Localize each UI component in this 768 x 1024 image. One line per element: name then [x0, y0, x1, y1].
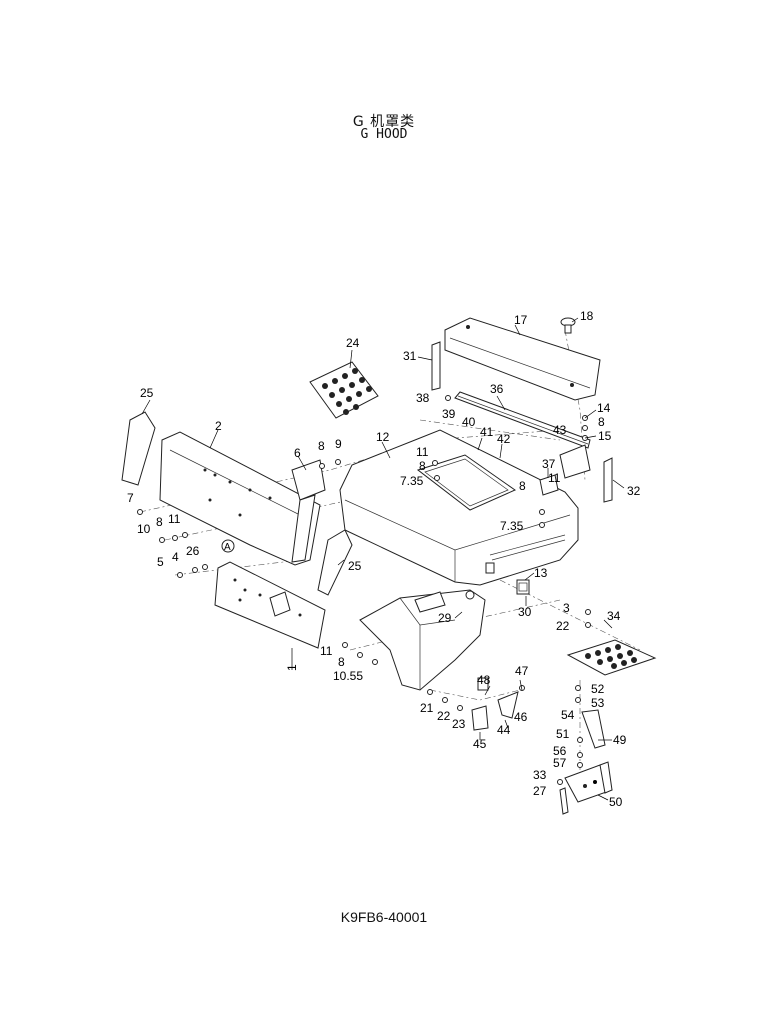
callout-25-left: 25 — [140, 386, 154, 400]
callout-9: 9 — [335, 437, 342, 451]
part-2-frame — [159, 431, 321, 566]
callout-2: 2 — [215, 419, 222, 433]
part-17-top-plate — [444, 317, 601, 401]
callout-11-right: 11 — [548, 471, 561, 485]
callout-4: 4 — [172, 550, 179, 564]
callout-41: 41 — [480, 425, 494, 439]
callout-34: 34 — [607, 609, 621, 623]
drawing-code: K9FB6-40001 — [340, 909, 428, 925]
callout-12: 12 — [376, 430, 390, 444]
callout-30: 30 — [518, 605, 532, 619]
part-34-step-plate — [566, 639, 657, 676]
callout-57: 57 — [553, 756, 567, 770]
callout-11-lower: 11 — [320, 644, 333, 658]
callout-36: 36 — [490, 382, 504, 396]
callout-8-left: 8 — [156, 515, 163, 529]
callout-33: 33 — [533, 768, 547, 782]
callout-8-top: 8 — [598, 415, 605, 429]
callout-15: 15 — [598, 429, 612, 443]
leader-lines — [141, 317, 625, 801]
callout-25-right: 25 — [348, 559, 362, 573]
callout-22-right: 22 — [556, 619, 570, 633]
callout-A: A — [224, 542, 231, 553]
callout-38: 38 — [416, 391, 430, 405]
callout-8-center: 8 — [419, 459, 426, 473]
part-37-latch — [539, 474, 559, 496]
callout-11-center: 11 — [416, 445, 429, 459]
callout-3: 3 — [563, 601, 570, 615]
part-49-bracket — [581, 709, 606, 749]
callout-27: 27 — [533, 784, 547, 798]
part-15-bracket — [559, 444, 591, 479]
callout-26: 26 — [186, 544, 200, 558]
callout-8-lower: 8 — [338, 655, 345, 669]
callout-56: 56 — [553, 744, 567, 758]
callout-1: 1 — [285, 664, 299, 671]
part-32-strip — [603, 457, 613, 503]
part-31-strip — [431, 341, 441, 391]
part-25-right-panel — [317, 529, 353, 596]
fasteners — [137, 395, 591, 785]
callout-42: 42 — [497, 432, 511, 446]
callout-8-upper: 8 — [318, 439, 325, 453]
callout-6: 6 — [294, 446, 301, 460]
part-27-pin — [559, 787, 569, 815]
callout-18: 18 — [580, 309, 594, 323]
callout-32: 32 — [627, 484, 641, 498]
callout-44: 44 — [497, 723, 511, 737]
part-30-block — [516, 579, 530, 595]
callout-8-right: 8 — [519, 479, 526, 493]
part-18-knob — [560, 317, 576, 334]
callout-10-55: 10.55 — [333, 669, 363, 683]
callout-5: 5 — [157, 555, 164, 569]
callout-21: 21 — [420, 701, 434, 715]
part-45-bracket — [471, 677, 489, 731]
callout-51: 51 — [556, 727, 570, 741]
callout-31: 31 — [403, 349, 417, 363]
part-50-bracket — [564, 761, 613, 803]
part-1-lower-plate — [214, 561, 326, 649]
callout-46: 46 — [514, 710, 528, 724]
callout-52: 52 — [591, 682, 605, 696]
callout-47: 47 — [515, 664, 529, 678]
page-title-en: G HOOD — [360, 127, 408, 142]
callout-29: 29 — [438, 611, 452, 625]
callout-13: 13 — [534, 566, 548, 580]
callout-labels: 17 18 24 31 36 38 39 14 8 43 15 25 2 40 … — [127, 309, 641, 809]
callout-7-35-center: 7.35 — [400, 474, 424, 488]
callout-14: 14 — [597, 401, 611, 415]
part-25-left-panel — [121, 411, 156, 486]
callout-23: 23 — [452, 717, 466, 731]
part-24-step-plate — [309, 361, 379, 419]
part-12-hood-body — [339, 429, 579, 586]
callout-45: 45 — [473, 737, 487, 751]
callout-24: 24 — [346, 336, 360, 350]
part-29-support — [359, 589, 486, 691]
callout-11-left: 11 — [168, 512, 181, 526]
callout-37: 37 — [542, 457, 556, 471]
page-title-cn: G 机罩类 — [352, 114, 416, 130]
callout-10: 10 — [137, 522, 151, 536]
callout-50: 50 — [609, 795, 623, 809]
callout-48: 48 — [477, 673, 491, 687]
callout-22-lower: 22 — [437, 709, 451, 723]
callout-17: 17 — [514, 313, 528, 327]
part-36-bar — [454, 391, 591, 449]
callout-43: 43 — [553, 423, 567, 437]
callout-39: 39 — [442, 407, 456, 421]
part-6-bracket — [291, 459, 326, 563]
callout-49: 49 — [613, 733, 627, 747]
callout-7: 7 — [127, 491, 134, 505]
callout-53: 53 — [591, 696, 605, 710]
callout-40: 40 — [462, 415, 476, 429]
callout-7-35-right: 7.35 — [500, 519, 524, 533]
part-44-bracket — [497, 691, 519, 719]
callout-54: 54 — [561, 708, 575, 722]
